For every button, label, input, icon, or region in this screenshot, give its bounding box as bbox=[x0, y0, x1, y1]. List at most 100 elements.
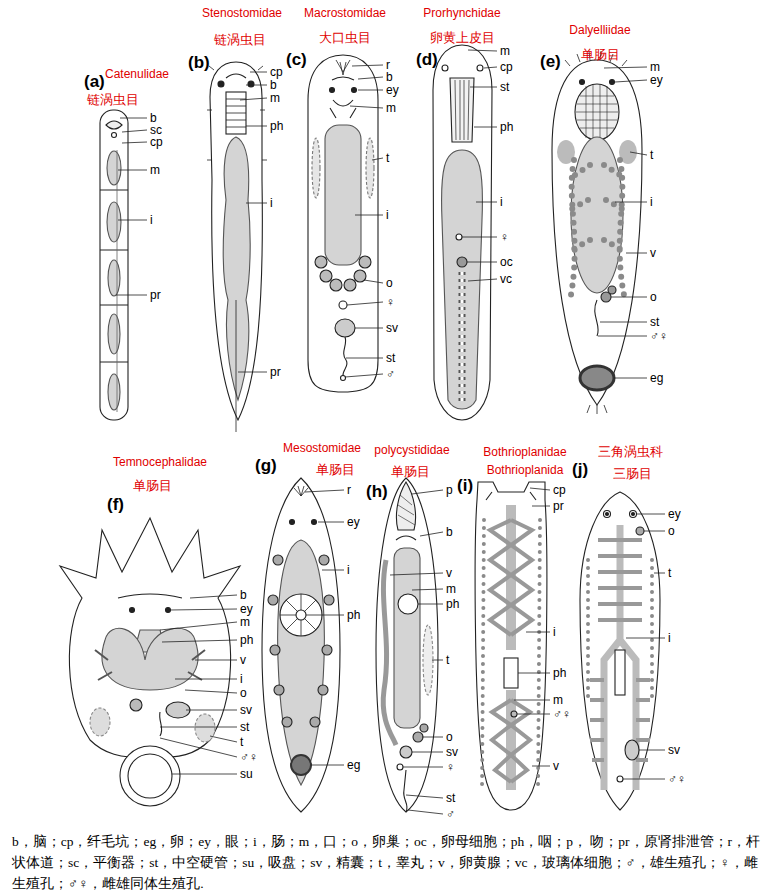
leader-line bbox=[246, 203, 267, 204]
part-label: t bbox=[650, 148, 653, 162]
family-name: polycystididae bbox=[374, 443, 449, 457]
part-label: i bbox=[650, 195, 653, 209]
part-label: sv bbox=[240, 703, 252, 717]
leader-line bbox=[514, 700, 550, 701]
part-label: pr bbox=[270, 365, 281, 379]
part-label: ♂♀ bbox=[240, 750, 258, 764]
part-label: i bbox=[347, 563, 350, 577]
order-name: 链涡虫目 bbox=[87, 91, 139, 109]
leader-line bbox=[654, 573, 665, 574]
leader-line bbox=[530, 488, 550, 490]
part-label: i bbox=[150, 213, 153, 227]
leader-line bbox=[355, 215, 383, 216]
part-label: ey bbox=[240, 602, 253, 616]
part-label: m bbox=[150, 163, 160, 177]
leader-line bbox=[355, 328, 383, 329]
part-label: st bbox=[386, 351, 395, 365]
leader-line bbox=[118, 170, 147, 171]
part-label: i bbox=[386, 208, 389, 222]
part-label: t bbox=[446, 653, 449, 667]
family-name: Prorhynchidae bbox=[423, 6, 500, 20]
leader-line bbox=[467, 262, 497, 263]
part-label: ♂ bbox=[446, 807, 455, 821]
part-label: m bbox=[500, 44, 510, 58]
leader-line bbox=[518, 673, 550, 674]
leader-line bbox=[195, 660, 237, 661]
part-label: ♂♀ bbox=[650, 329, 668, 343]
part-label: eg bbox=[347, 758, 360, 772]
part-label: ♂♀ bbox=[668, 772, 686, 786]
part-label: m bbox=[386, 101, 396, 115]
leader-line bbox=[246, 85, 267, 86]
leader-line bbox=[408, 810, 443, 814]
leader-line bbox=[630, 152, 647, 155]
part-label: ph bbox=[553, 666, 566, 680]
part-label: su bbox=[240, 767, 253, 781]
leader-line bbox=[432, 660, 443, 661]
family-name: Catenulidae bbox=[105, 67, 169, 81]
order-name: 三角涡虫科 bbox=[598, 443, 663, 461]
panel-letter: (j) bbox=[572, 460, 588, 480]
leader-line bbox=[240, 98, 267, 100]
part-label: v bbox=[446, 566, 452, 580]
part-label: m bbox=[240, 615, 250, 629]
order-name: 链涡虫目 bbox=[214, 31, 266, 49]
part-label: r bbox=[347, 483, 351, 497]
leader-line bbox=[639, 750, 665, 751]
leader-line bbox=[412, 752, 443, 753]
temnocephalid-drawing bbox=[60, 518, 240, 806]
family-name: Bothrioplanidae bbox=[483, 445, 566, 459]
leader-line bbox=[517, 714, 550, 715]
prorhynchid-drawing bbox=[433, 45, 492, 420]
part-label: cp bbox=[270, 65, 283, 79]
macrostomid-drawing bbox=[308, 55, 378, 392]
panel-letter: (c) bbox=[286, 50, 307, 70]
part-label: i bbox=[668, 631, 671, 645]
leader-line bbox=[614, 378, 647, 379]
leader-line bbox=[420, 532, 443, 536]
family-name: Dalyelliidae bbox=[569, 23, 630, 37]
leader-line bbox=[598, 336, 647, 337]
leader-line bbox=[358, 77, 383, 79]
leader-line bbox=[172, 774, 237, 775]
part-label: v bbox=[553, 759, 559, 773]
leader-line bbox=[418, 604, 443, 605]
part-label: ph bbox=[270, 119, 283, 133]
panel-letter: (h) bbox=[366, 482, 388, 502]
planarian-drawing bbox=[580, 492, 660, 810]
part-label: st bbox=[650, 315, 659, 329]
leader-line bbox=[406, 795, 443, 798]
leader-line bbox=[120, 118, 147, 119]
leader-line bbox=[170, 609, 237, 610]
panel-letter: (a) bbox=[84, 72, 105, 92]
leader-line bbox=[322, 570, 344, 571]
leader-line bbox=[186, 710, 237, 711]
part-label: m bbox=[270, 91, 280, 105]
polycystidid-drawing bbox=[376, 478, 438, 812]
part-label: pr bbox=[150, 288, 161, 302]
figure-key: b，脑；cp，纤毛坑；eg，卵；ey，眼；i，肠；m，口；o，卵巢；oc，卵母细… bbox=[12, 832, 764, 890]
part-label: sv bbox=[668, 743, 680, 757]
leader-line bbox=[412, 490, 443, 494]
part-label: ey bbox=[347, 515, 360, 529]
part-label: cp bbox=[150, 135, 163, 149]
part-label: ♂ bbox=[386, 367, 395, 381]
leader-line bbox=[474, 127, 497, 128]
part-label: t bbox=[668, 566, 671, 580]
part-label: ey bbox=[386, 83, 399, 97]
part-label: oc bbox=[500, 255, 513, 269]
leader-line bbox=[615, 202, 647, 203]
part-label: b bbox=[240, 588, 247, 602]
leader-line bbox=[623, 779, 665, 780]
leader-line bbox=[160, 738, 237, 757]
bothrioplanid-drawing bbox=[475, 482, 547, 810]
leader-line bbox=[122, 142, 147, 143]
part-label: sv bbox=[386, 321, 398, 335]
leader-line bbox=[484, 67, 497, 68]
part-label: ph bbox=[240, 633, 253, 647]
leader-line bbox=[637, 514, 665, 515]
part-label: ey bbox=[650, 73, 663, 87]
panel-letter: (i) bbox=[457, 476, 473, 496]
leader-line bbox=[116, 295, 147, 296]
